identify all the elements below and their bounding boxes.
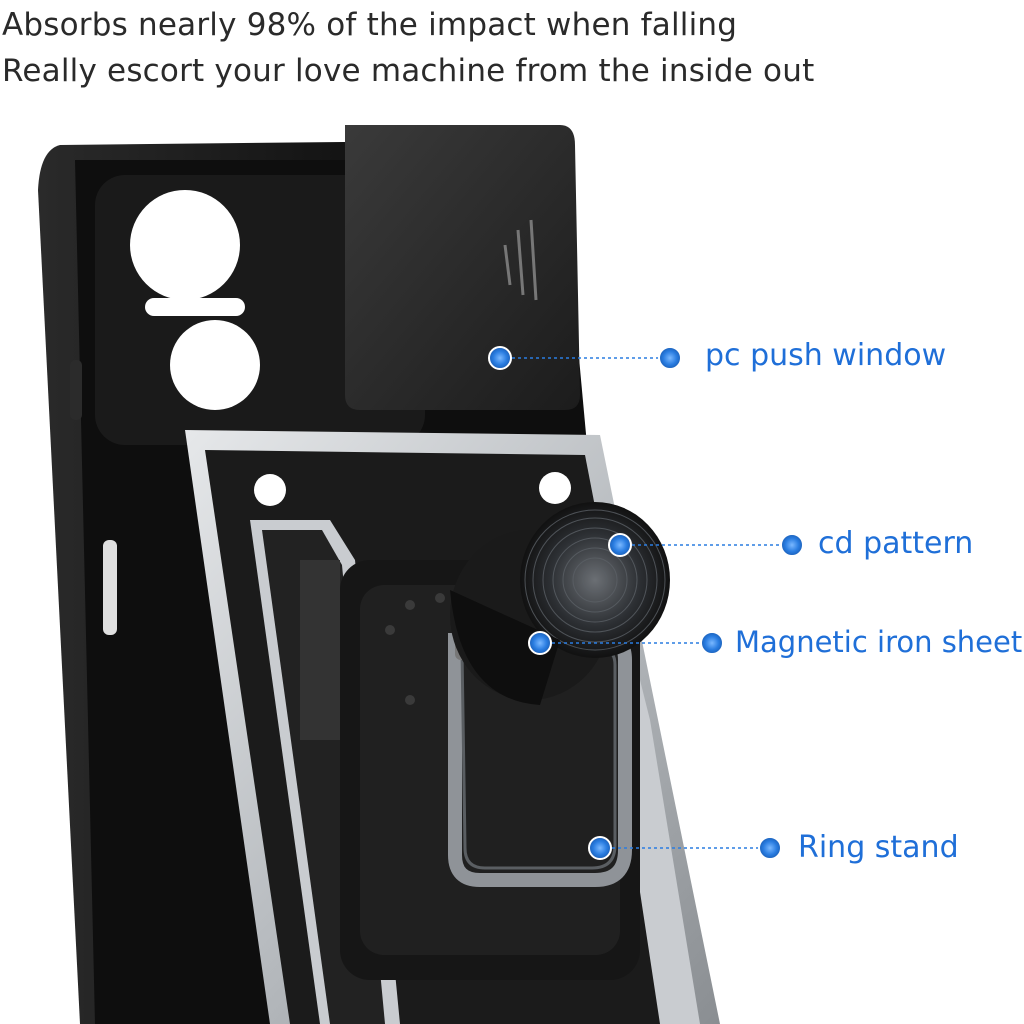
headline-line-1: Absorbs nearly 98% of the impact when fa… [2, 7, 738, 43]
cd-pattern-disc [450, 502, 670, 705]
headline-line-2: Really escort your love machine from the… [2, 53, 815, 89]
callout-label-ring-stand: Ring stand [798, 830, 959, 865]
headline: Absorbs nearly 98% of the impact when fa… [2, 2, 814, 94]
camera-module [95, 175, 425, 445]
callout-label-pc-push-window: pc push window [705, 338, 947, 373]
pc-push-window-slider [345, 125, 580, 410]
camera-lens-cutout-top [130, 190, 240, 300]
flash-cutout [145, 298, 245, 316]
callout-label-cd-pattern: cd pattern [818, 526, 974, 561]
callout-label-magnetic-iron-sheet: Magnetic iron sheet [735, 625, 1023, 659]
camera-lens-cutout-bottom [170, 320, 260, 410]
callout-ring-stand [588, 836, 782, 860]
callout-pc-push-window [488, 346, 682, 370]
callout-magnetic-iron-sheet [528, 631, 724, 655]
callout-cd-pattern [608, 533, 804, 557]
